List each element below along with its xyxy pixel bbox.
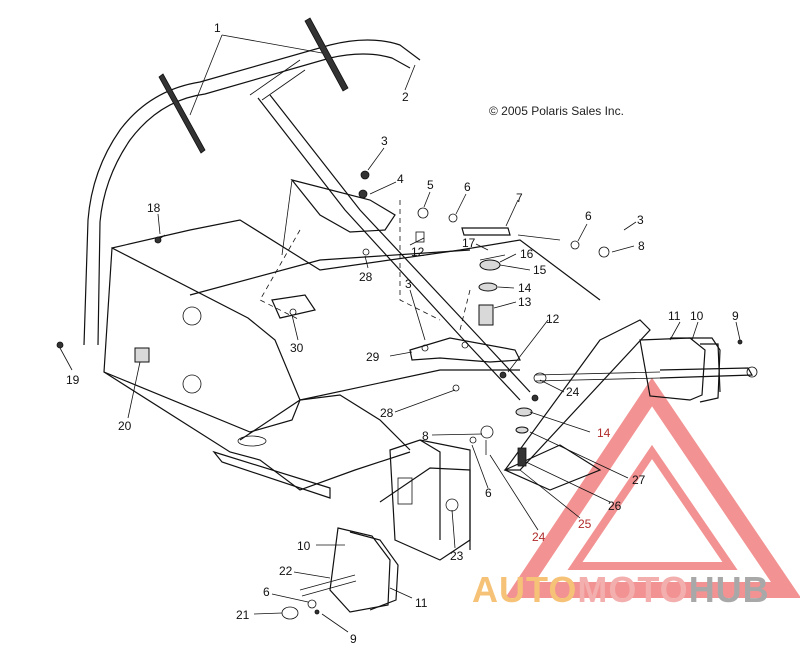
callout-7: 7 [516, 191, 523, 205]
callout-30: 30 [290, 341, 304, 355]
chassis-plate [103, 219, 601, 499]
callout-labels: 1 2 3 4 5 6 7 6 3 8 18 12 17 16 15 28 14… [66, 21, 739, 646]
callout-2: 2 [402, 90, 409, 104]
leader-lines [59, 34, 741, 633]
callout-29: 29 [366, 350, 380, 364]
callout-17: 17 [462, 236, 476, 250]
callout-5: 5 [427, 178, 434, 192]
callout-28: 28 [380, 406, 394, 420]
watermark-moto: MOTO [577, 569, 688, 610]
decal-strips [158, 17, 349, 154]
callout-27: 27 [632, 473, 646, 487]
callout-24: 24 [566, 385, 580, 399]
lower-skid [503, 407, 602, 491]
callout-10: 10 [297, 539, 311, 553]
callout-12: 12 [546, 312, 560, 326]
fasteners [56, 170, 743, 615]
bumper-tube [83, 39, 421, 346]
callout-23: 23 [450, 549, 464, 563]
upper-bracket [259, 178, 471, 331]
callout-8: 8 [422, 429, 429, 443]
callout-22: 22 [279, 564, 293, 578]
tie-rod-upper [415, 207, 610, 258]
callout-14: 14 [518, 281, 532, 295]
callout-9: 9 [350, 632, 357, 646]
callout-3: 3 [381, 134, 388, 148]
callout-19: 19 [66, 373, 80, 387]
brake-linkage [409, 254, 521, 363]
callout-4: 4 [397, 172, 404, 186]
callout-26: 26 [608, 499, 622, 513]
frame-rail [257, 97, 521, 401]
callout-16: 16 [520, 247, 534, 261]
callout-6: 6 [464, 180, 471, 194]
callout-6: 6 [263, 585, 270, 599]
callout-11: 11 [668, 309, 681, 323]
callout-15: 15 [533, 263, 547, 277]
callout-3: 3 [405, 277, 412, 291]
callout-1: 1 [214, 21, 221, 35]
callout-8: 8 [638, 239, 645, 253]
lower-left-bracket [379, 439, 471, 561]
callout-11: 11 [415, 596, 428, 610]
callout-14: 14 [597, 426, 611, 440]
watermark-hub: HUB [689, 569, 770, 610]
callout-12: 12 [411, 245, 425, 259]
callout-18: 18 [147, 201, 161, 215]
lower-left-spindle [281, 527, 399, 620]
callout-20: 20 [118, 419, 132, 433]
callout-10: 10 [690, 309, 704, 323]
callout-6: 6 [585, 209, 592, 223]
callout-28: 28 [359, 270, 373, 284]
callout-13: 13 [518, 295, 532, 309]
callout-3: 3 [637, 213, 644, 227]
copyright-text: © 2005 Polaris Sales Inc. [489, 104, 624, 118]
callout-9: 9 [732, 309, 739, 323]
callout-21: 21 [236, 608, 250, 622]
callout-6: 6 [485, 486, 492, 500]
callout-24: 24 [532, 530, 546, 544]
callout-25: 25 [578, 517, 592, 531]
watermark-auto: AUTO [472, 569, 577, 610]
watermark-text: AUTOMOTOHUB [472, 569, 770, 610]
